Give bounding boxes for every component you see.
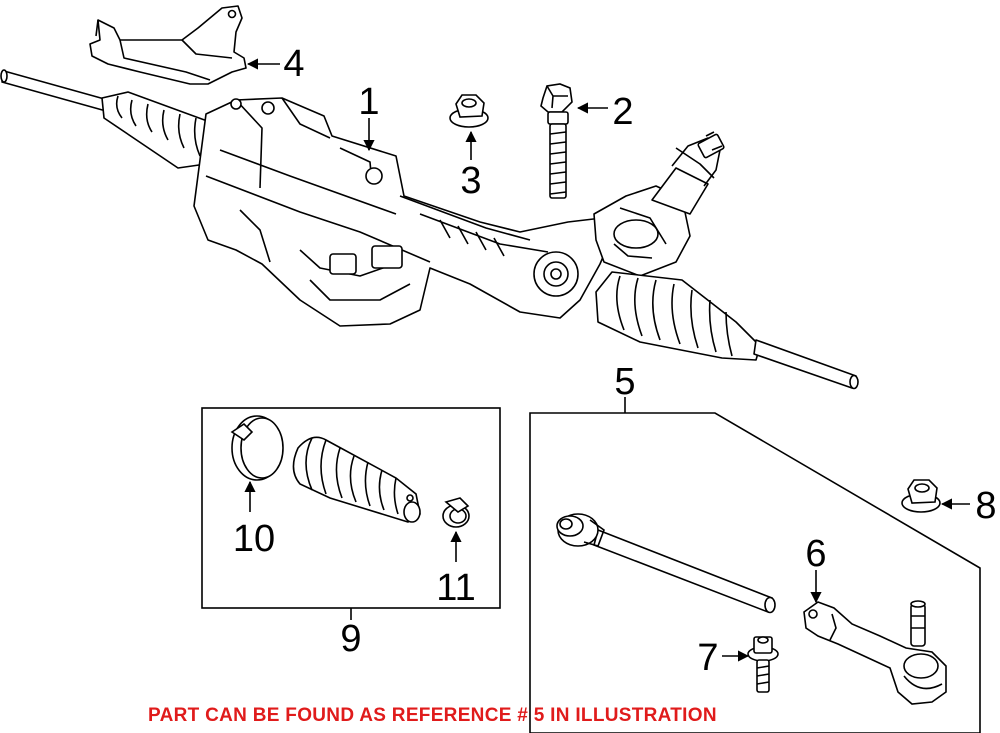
- flange-nut-part-8: [901, 479, 941, 513]
- steering-rack-assembly: [0, 69, 859, 390]
- callout-6: 6: [805, 533, 826, 575]
- boot-clamp-part-10: [230, 415, 284, 481]
- bolt-part-2: [540, 83, 573, 199]
- callout-10: 10: [233, 518, 275, 560]
- callout-7: 7: [697, 637, 718, 679]
- callout-2: 2: [612, 91, 633, 133]
- flange-nut-part-3: [449, 94, 489, 128]
- callout-8: 8: [975, 485, 996, 527]
- leader-lines: [244, 58, 970, 662]
- callout-numbers: 1 2 3 4 5 6 7 8 9 10 11: [233, 43, 997, 679]
- heat-shield-bracket: [89, 5, 247, 85]
- reference-caption: PART CAN BE FOUND AS REFERENCE # 5 IN IL…: [148, 705, 717, 726]
- callout-11: 11: [436, 567, 475, 609]
- callout-5: 5: [614, 361, 635, 403]
- bolt-part-7: [747, 636, 779, 693]
- outer-tie-rod-end-part-6: [803, 600, 947, 705]
- boot-kit-box: [201, 407, 501, 609]
- small-clamp-part-11: [442, 497, 470, 528]
- callout-9: 9: [340, 618, 361, 660]
- steering-boot: [292, 436, 421, 523]
- tie-rod-kit-box: [529, 412, 981, 733]
- callout-1: 1: [358, 81, 379, 123]
- callout-3: 3: [460, 160, 481, 202]
- callout-4: 4: [283, 43, 304, 85]
- inner-tie-rod: [556, 513, 776, 614]
